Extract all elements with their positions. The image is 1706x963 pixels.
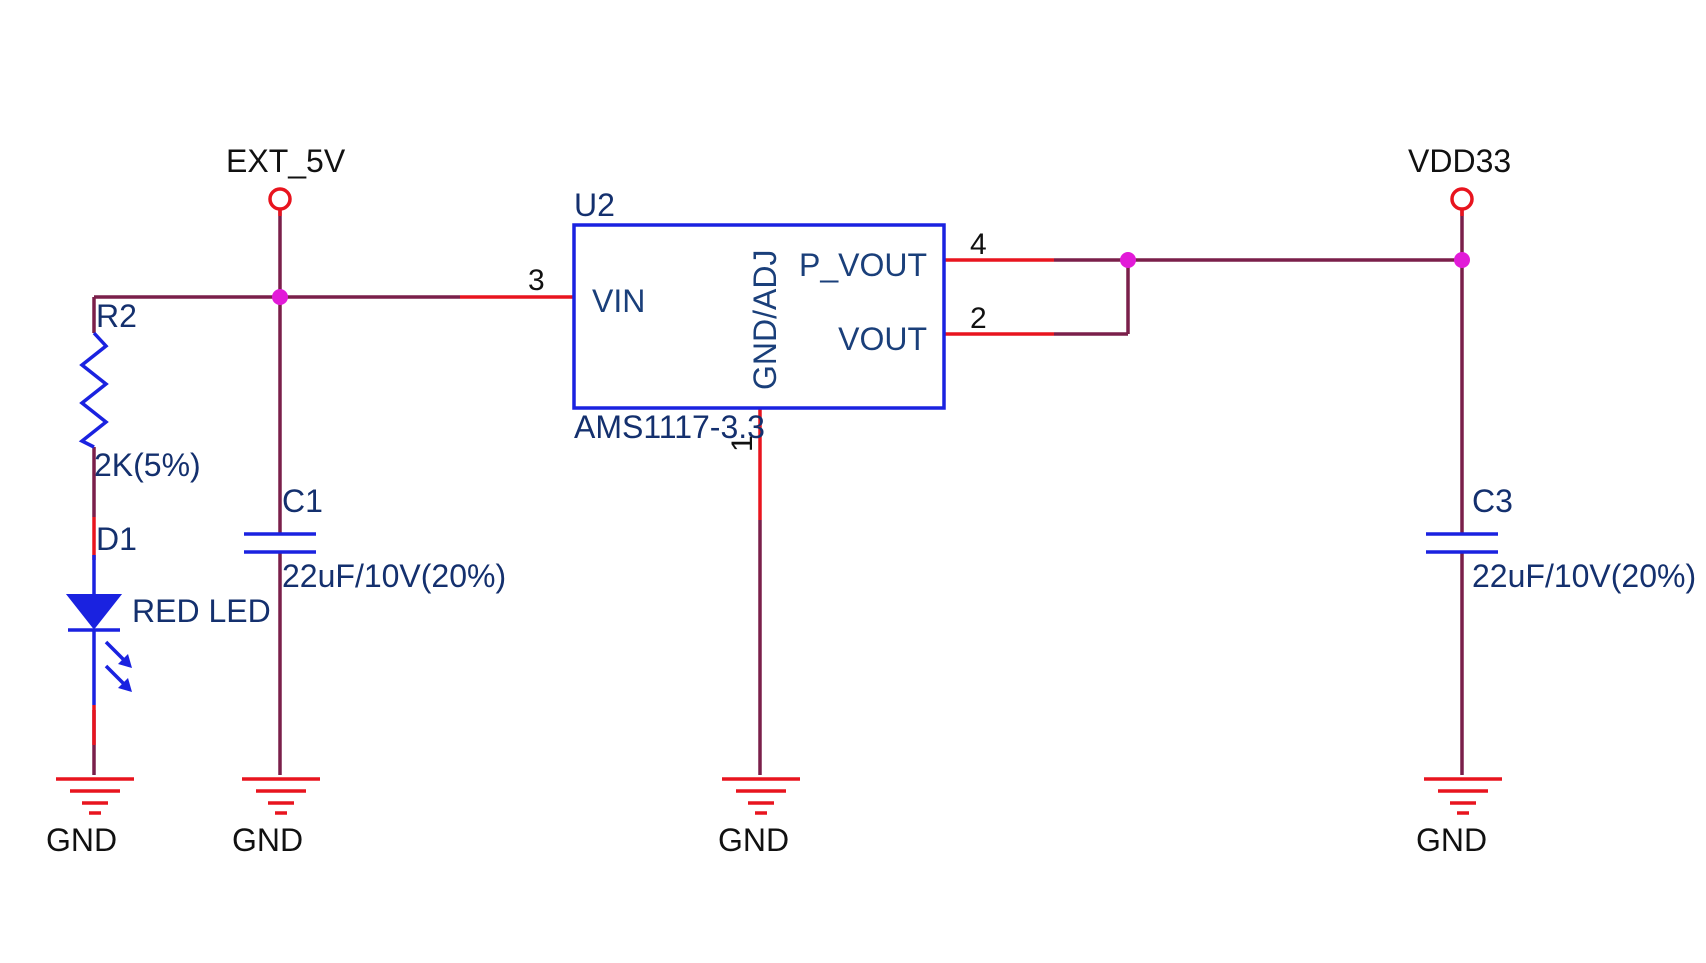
gnd-symbol-c1: GND [232, 777, 320, 858]
u2-body [572, 223, 946, 410]
c1-ref: C1 [282, 483, 323, 519]
gnd-label-c1: GND [232, 822, 303, 858]
c1-value: 22uF/10V(20%) [282, 558, 506, 594]
r2-zigzag [78, 331, 109, 449]
u2-regulator: U2 AMS1117-3.3 VIN P_VOUT VOUT GND/ADJ 3… [528, 187, 987, 452]
u2-value: AMS1117-3.3 [574, 409, 765, 445]
gnd-label-u2: GND [718, 822, 789, 858]
junctions [272, 252, 1470, 305]
ext5v-label: EXT_5V [226, 143, 346, 179]
junction-vout-tie [1120, 252, 1136, 268]
u2-pin-gnd-name: GND/ADJ [747, 250, 783, 390]
gnd-symbol-d1: GND [46, 777, 134, 858]
junction-ext5v [272, 289, 288, 305]
u2-pin-vin-number: 3 [528, 264, 545, 297]
gnd-label-c3: GND [1416, 822, 1487, 858]
u2-ref: U2 [574, 187, 615, 223]
gnd-symbol-c3: GND [1416, 777, 1502, 858]
c3-capacitor: C3 22uF/10V(20%) [1420, 483, 1696, 594]
r2-resistor: R2 2K(5%) [78, 298, 201, 483]
u2-pin-vout-number: 2 [970, 302, 987, 335]
power-port-vdd33: VDD33 [1408, 143, 1511, 211]
junction-vdd33 [1454, 252, 1470, 268]
d1-value: RED LED [132, 593, 271, 629]
power-port-ext5v: EXT_5V [226, 143, 346, 211]
u2-pin-gnd-number: 1 [726, 435, 759, 452]
vdd33-label: VDD33 [1408, 143, 1511, 179]
vdd33-port-circle [1450, 187, 1474, 211]
d1-triangle [65, 594, 123, 630]
u2-pin-pvout-number: 4 [970, 228, 987, 261]
u2-pin-vout-name: VOUT [838, 321, 927, 357]
gnd-label-d1: GND [46, 822, 117, 858]
d1-ref: D1 [96, 521, 137, 557]
u2-pin-pvout-name: P_VOUT [799, 247, 927, 283]
d1-light-arrows [104, 640, 132, 692]
u2-pin-vin-name: VIN [592, 283, 645, 319]
gnd-symbol-u2: GND [718, 777, 800, 858]
d1-led: D1 RED LED [65, 521, 271, 705]
ext5v-port-circle [268, 187, 292, 211]
r2-value: 2K(5%) [94, 447, 201, 483]
r2-ref: R2 [96, 298, 137, 334]
c1-capacitor: C1 22uF/10V(20%) [238, 483, 506, 594]
c3-ref: C3 [1472, 483, 1513, 519]
c3-value: 22uF/10V(20%) [1472, 558, 1696, 594]
pin-stubs [92, 210, 1464, 745]
